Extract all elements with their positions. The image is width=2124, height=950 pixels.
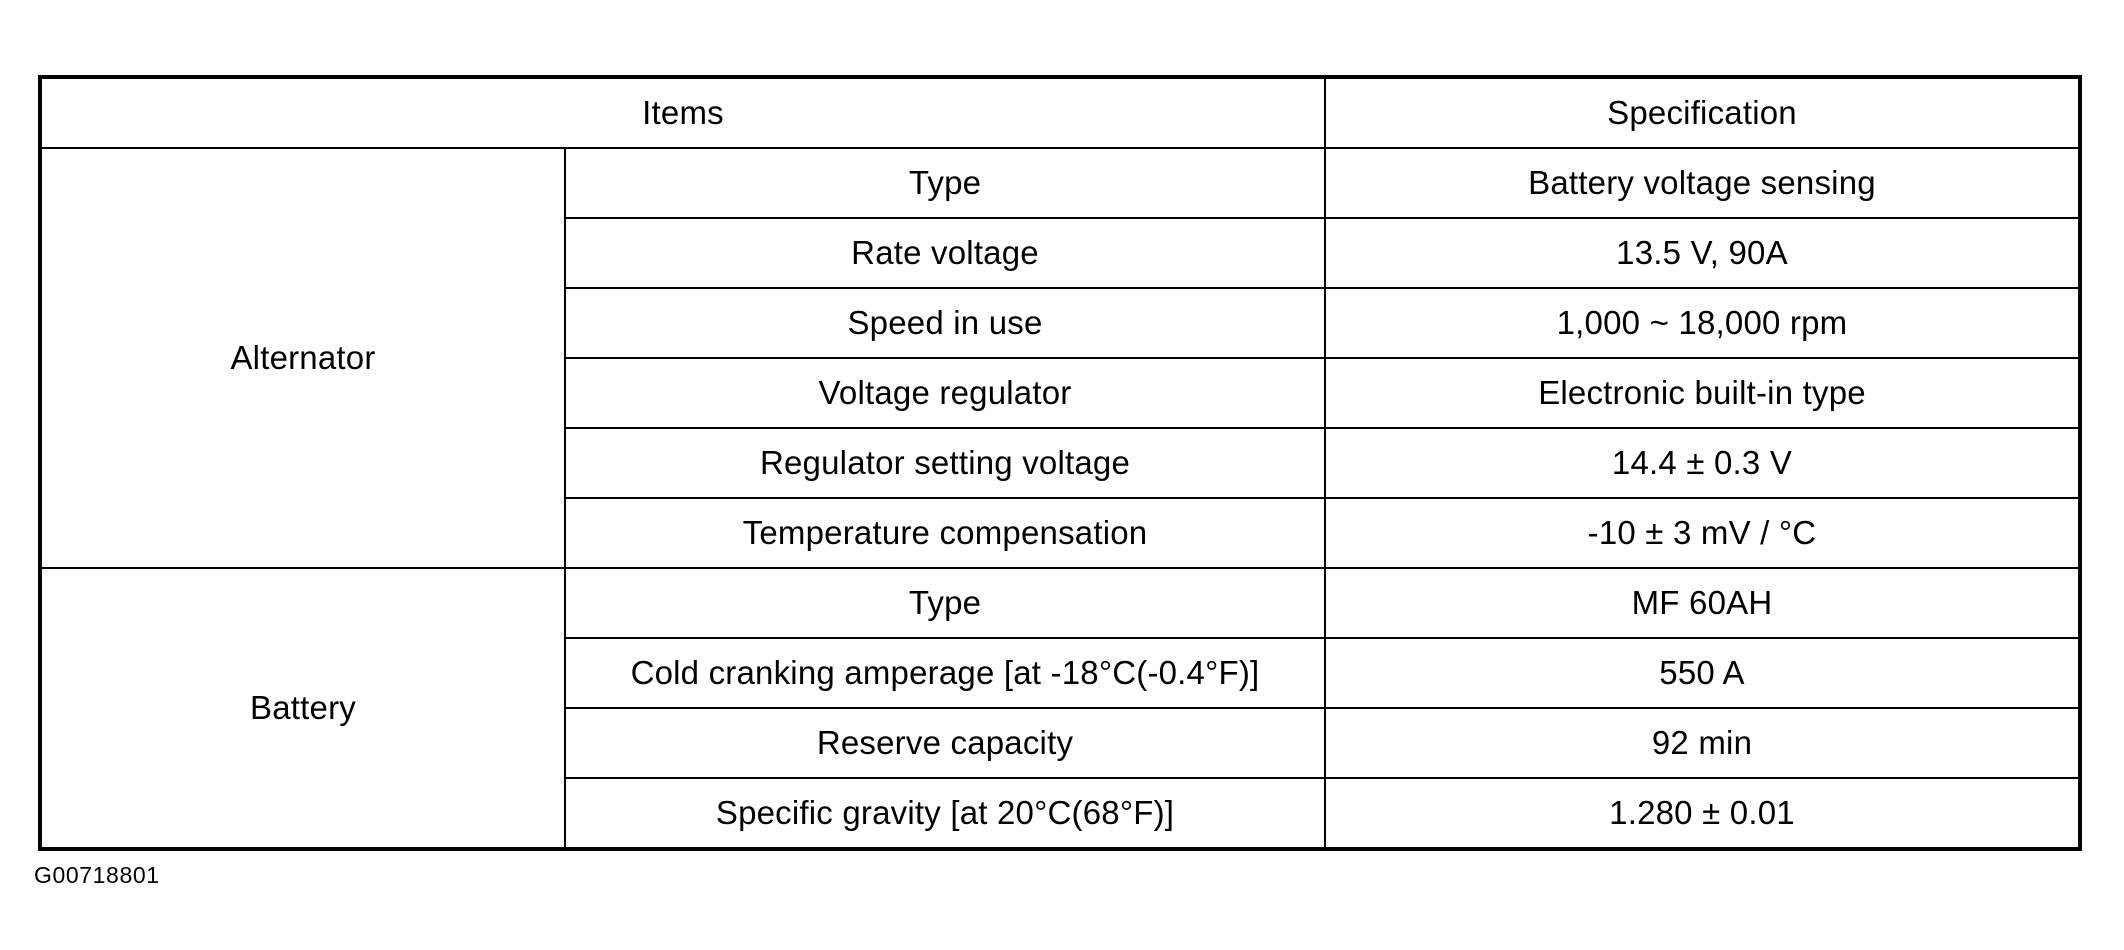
column-header-items: Items (39, 76, 1326, 149)
item-spec: 550 A (1324, 637, 2081, 709)
item-spec: 1,000 ~ 18,000 rpm (1324, 287, 2081, 359)
item-label: Regulator setting voltage (564, 427, 1326, 499)
item-spec: 1.280 ± 0.01 (1324, 777, 2081, 850)
item-spec: 14.4 ± 0.3 V (1324, 427, 2081, 499)
group-label-alternator: Alternator (39, 147, 566, 569)
table-row: Rate voltage 13.5 V, 90A (40, 217, 2081, 289)
table-row: Alternator Type Battery voltage sensing (39, 147, 2081, 569)
item-label: Specific gravity [at 20°C(68°F)] (564, 777, 1326, 850)
item-spec: Electronic built-in type (1324, 357, 2081, 429)
item-label: Rate voltage (564, 217, 1326, 289)
table-row: Temperature compensation -10 ± 3 mV / °C (40, 497, 2081, 569)
figure-caption: G00718801 (34, 862, 160, 888)
item-label: Voltage regulator (564, 357, 1326, 429)
specification-table-container: Items Specification Alternator Type Batt… (38, 75, 2082, 851)
item-label: Temperature compensation (564, 497, 1326, 569)
item-label: Reserve capacity (564, 707, 1326, 779)
table-row: Reserve capacity 92 min (40, 707, 2081, 779)
item-label: Cold cranking amperage [at -18°C(-0.4°F)… (564, 637, 1326, 709)
table-header-row: Items Specification (39, 76, 2081, 149)
column-header-specification: Specification (1324, 76, 2081, 149)
item-label: Type (564, 567, 1326, 639)
item-label: Type (564, 147, 1326, 219)
group-label-battery: Battery (39, 567, 566, 850)
item-spec: 92 min (1324, 707, 2081, 779)
specification-table: Items Specification Alternator Type Batt… (38, 75, 2082, 851)
table-row: Specific gravity [at 20°C(68°F)] 1.280 ±… (40, 777, 2081, 850)
table-row: Battery Type MF 60AH (39, 567, 2081, 850)
item-label: Speed in use (564, 287, 1326, 359)
table-row: Speed in use 1,000 ~ 18,000 rpm (40, 287, 2081, 359)
table-row: Regulator setting voltage 14.4 ± 0.3 V (40, 427, 2081, 499)
item-spec: -10 ± 3 mV / °C (1324, 497, 2081, 569)
table-row: Cold cranking amperage [at -18°C(-0.4°F)… (40, 637, 2081, 709)
item-spec: Battery voltage sensing (1324, 147, 2081, 219)
item-spec: MF 60AH (1324, 567, 2081, 639)
table-row: Voltage regulator Electronic built-in ty… (40, 357, 2081, 429)
item-spec: 13.5 V, 90A (1324, 217, 2081, 289)
